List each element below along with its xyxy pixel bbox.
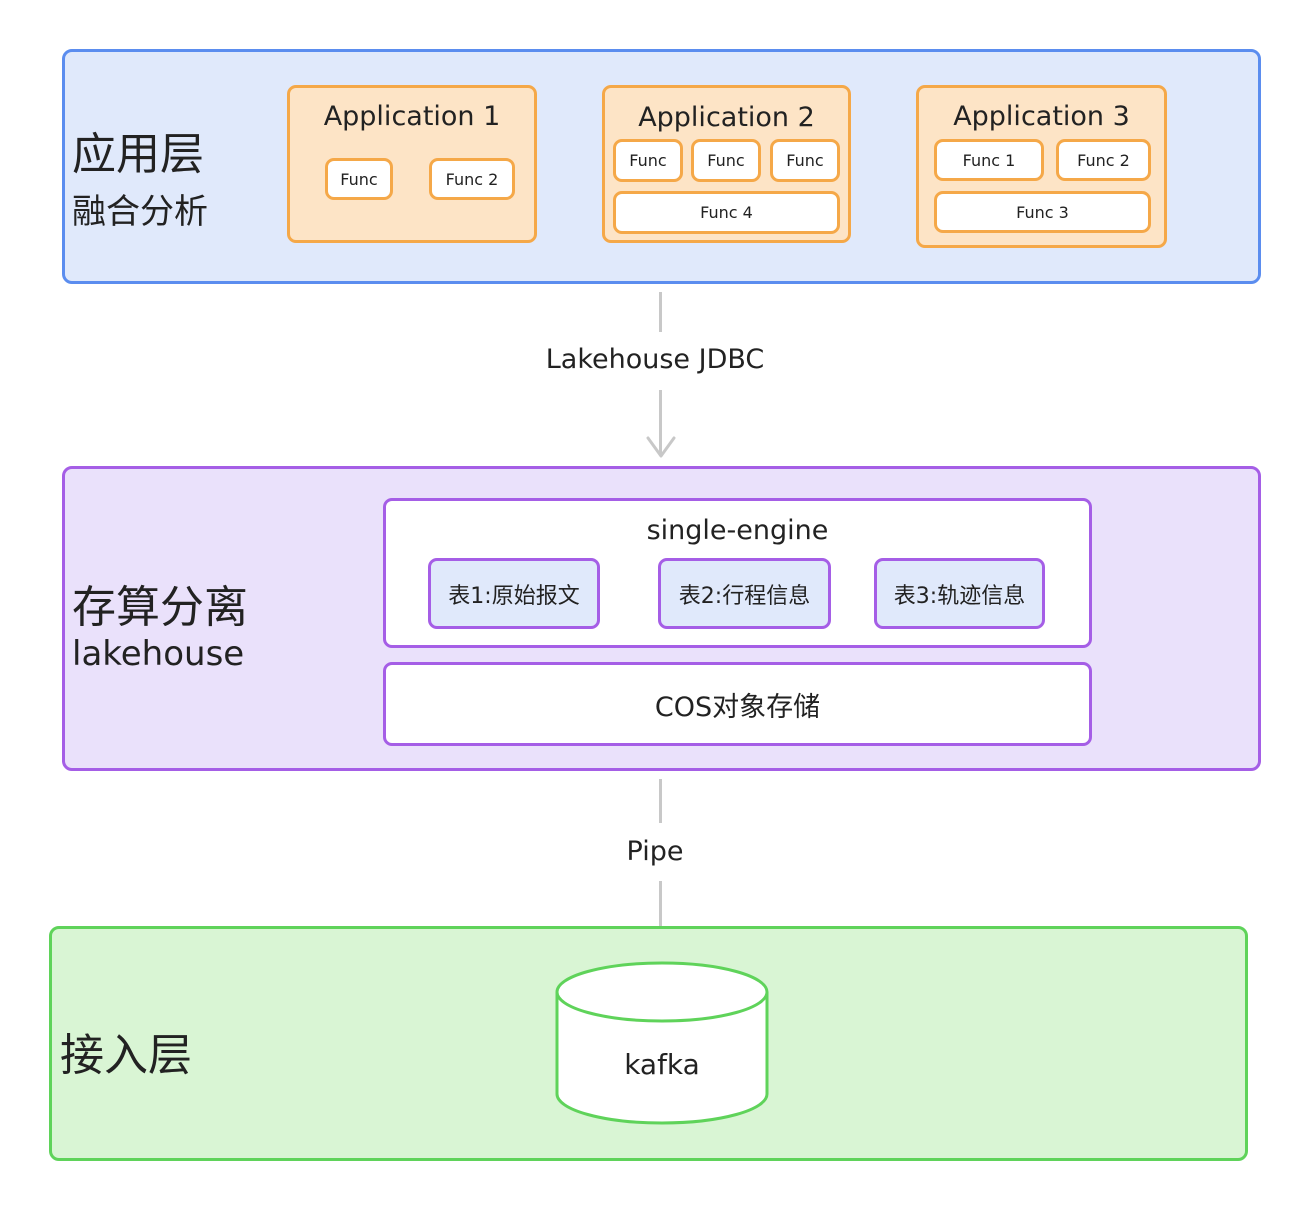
connector-bottom-line-lower — [659, 881, 662, 950]
ingest-layer-title: 接入层 — [60, 1030, 192, 1081]
table-raw-messages: 表1:原始报文 — [428, 558, 600, 629]
connector-top-line-upper — [659, 292, 662, 332]
table-trip-info: 表2:行程信息 — [658, 558, 831, 629]
connector-top-arrowhead — [646, 436, 676, 458]
application-1-title: Application 1 — [323, 101, 501, 132]
application-2-title: Application 2 — [638, 102, 815, 133]
connector-bottom-label: Pipe — [626, 836, 684, 867]
application-2-func-4: Func 4 — [613, 191, 840, 234]
application-2-func-b: Func — [691, 139, 761, 182]
cos-storage-box: COS对象存储 — [383, 662, 1092, 746]
app-layer-subtitle: 融合分析 — [72, 192, 208, 232]
table-trajectory-info: 表3:轨迹信息 — [874, 558, 1045, 629]
single-engine-title: single-engine — [646, 515, 829, 546]
app-layer-title: 应用层 — [72, 129, 204, 180]
application-3-title: Application 3 — [953, 101, 1130, 132]
kafka-label: kafka — [624, 1048, 700, 1081]
kafka-cylinder-icon — [555, 961, 769, 1125]
application-3-func-1: Func 1 — [934, 139, 1044, 181]
application-2-func-a: Func — [613, 139, 683, 182]
lakehouse-layer-title: 存算分离 — [72, 582, 248, 633]
lakehouse-layer-subtitle: lakehouse — [72, 634, 245, 674]
application-2-func-c: Func — [770, 139, 840, 182]
connector-top-label: Lakehouse JDBC — [545, 344, 765, 375]
application-1-func-2: Func 2 — [429, 158, 515, 200]
application-1-func: Func — [325, 158, 393, 200]
connector-top-line-lower — [659, 390, 662, 454]
connector-bottom-line-upper — [659, 779, 662, 823]
application-3-func-3: Func 3 — [934, 191, 1151, 233]
application-3-func-2: Func 2 — [1056, 139, 1151, 181]
